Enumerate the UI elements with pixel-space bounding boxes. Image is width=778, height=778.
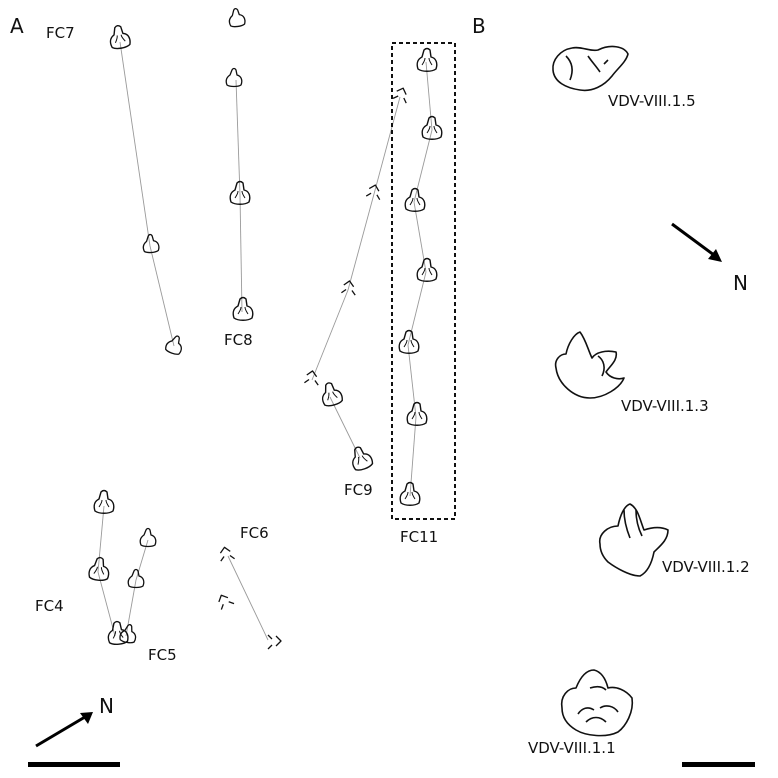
fc9-print-4 (303, 369, 322, 386)
fc5-line-2 (125, 579, 137, 637)
label-fc9: FC9 (344, 481, 373, 499)
specimen-v11-outline (560, 669, 634, 737)
fc9-print-6 (347, 443, 375, 473)
label-fc6: FC6 (240, 524, 269, 542)
panel-label-b: B (472, 14, 486, 38)
fc9-print-3 (340, 279, 359, 296)
fc7-print-3 (163, 332, 186, 357)
fc9-line-2 (347, 193, 375, 291)
fc8-print-4 (232, 296, 254, 321)
fc4-line-1 (97, 505, 105, 573)
specimen-v11-detail (577, 685, 619, 723)
scale-bar-b (682, 762, 755, 767)
fc8-line-2 (239, 194, 243, 313)
fc6-print-1 (217, 545, 236, 562)
fc11-line-5 (407, 344, 417, 418)
specimen-v15-outline (552, 45, 629, 92)
fc9-print-1 (392, 85, 412, 104)
fc8-print-2 (225, 67, 243, 88)
north-arrow-b (671, 222, 722, 262)
fc11-line-1 (425, 61, 433, 131)
fc11-box (391, 42, 456, 520)
north-label-a: N (99, 694, 114, 718)
fc9-print-5 (318, 379, 345, 409)
fc6-print-3 (267, 634, 282, 650)
fc9-line-1 (373, 96, 401, 195)
fc11-print-1 (416, 47, 438, 72)
trackway-lines (97, 41, 433, 641)
fc8-line-1 (235, 79, 241, 196)
fc7-line-1 (119, 41, 151, 247)
fc4-line-2 (97, 571, 116, 637)
fc11-print-6 (406, 401, 428, 426)
fc5-print-3 (118, 622, 139, 645)
fc8-print-1 (227, 6, 247, 29)
fc11-line-2 (413, 129, 433, 203)
label-fc8: FC8 (224, 331, 253, 349)
specimen-v13-detail (597, 355, 605, 377)
label-fc4: FC4 (35, 597, 64, 615)
scale-bar-a (28, 762, 120, 767)
fc6-line-1 (227, 555, 269, 641)
specimen-v12-detail (623, 509, 643, 539)
north-arrow-a (35, 712, 93, 748)
label-specimen-v11: VDV-VIII.1.1 (528, 739, 616, 757)
label-specimen-v15: VDV-VIII.1.5 (608, 92, 696, 110)
fc7-line-2 (149, 245, 175, 347)
fc11-line-4 (407, 271, 427, 346)
label-fc5: FC5 (148, 646, 177, 664)
panel-label-a: A (10, 14, 24, 38)
label-fc11: FC11 (400, 528, 439, 546)
fc6-print-2 (215, 591, 235, 611)
fc11-print-4 (416, 257, 438, 282)
label-specimen-v13: VDV-VIII.1.3 (621, 397, 709, 415)
fc9-line-4 (329, 396, 361, 459)
specimen-v13-outline (554, 331, 625, 399)
label-specimen-v12: VDV-VIII.1.2 (662, 558, 750, 576)
label-fc7: FC7 (46, 24, 75, 42)
footprints-a (87, 6, 443, 650)
specimen-v15-detail (565, 55, 609, 81)
north-label-b: N (733, 271, 748, 295)
specimen-v12-outline (598, 503, 669, 577)
footprints-b (552, 45, 669, 737)
fc9-line-3 (311, 289, 349, 381)
fc5-print-1 (139, 527, 157, 548)
fc7-print-1 (107, 23, 132, 51)
